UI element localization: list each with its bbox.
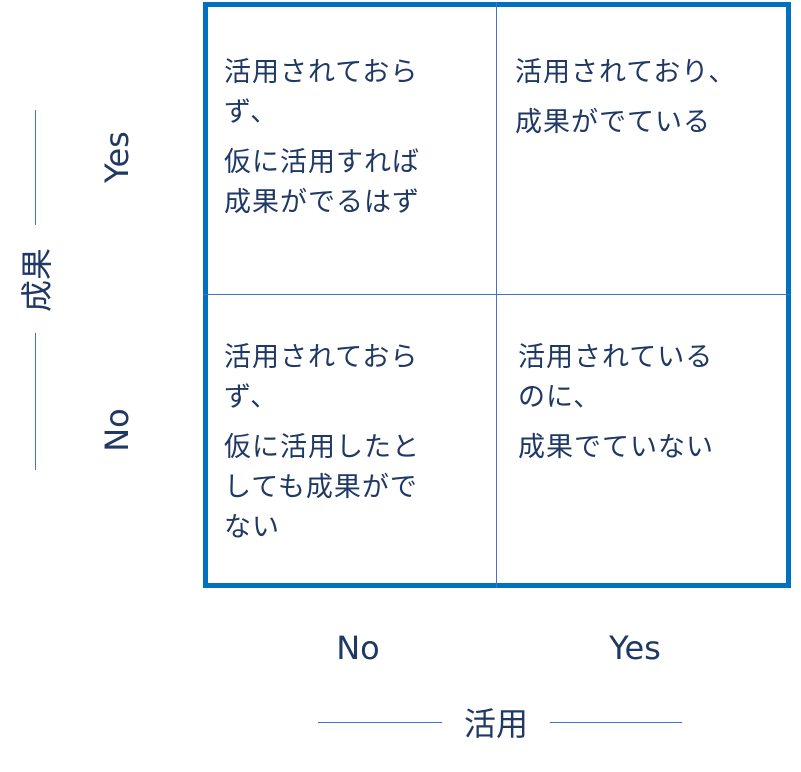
y-axis-line-bottom — [35, 333, 36, 470]
x-label-no: No — [336, 629, 380, 667]
x-label-yes: Yes — [609, 629, 661, 667]
cell-text: 活用されている — [518, 342, 714, 373]
x-axis-line-left — [318, 722, 442, 723]
cell-text: 仮に活用したと — [224, 432, 420, 463]
cell-text: ず、 — [224, 97, 279, 128]
cell-text: 成果がでるはず — [224, 187, 420, 218]
vertical-divider — [496, 2, 497, 588]
cell-text: のに、 — [518, 382, 602, 413]
x-axis-line-right — [550, 722, 682, 723]
cell-text: 活用されておら — [224, 57, 419, 88]
cell-text: しても成果がで — [224, 472, 418, 503]
cell-text: 仮に活用すれば — [224, 147, 420, 178]
y-label-yes: Yes — [98, 131, 136, 183]
horizontal-divider — [203, 294, 791, 295]
cell-bottom-right: 活用されているのに、 成果でていない — [518, 338, 714, 478]
cell-bottom-left: 活用されておらず、 仮に活用したとしても成果がでない — [224, 338, 420, 558]
cell-text: 成果でていない — [518, 432, 714, 463]
y-label-no: No — [98, 408, 136, 452]
cell-text: 成果がでている — [515, 107, 711, 138]
cell-text: 活用されており、 — [515, 57, 737, 88]
cell-top-right: 活用されており、 成果がでている — [515, 53, 736, 153]
x-axis-title: 活用 — [463, 705, 529, 743]
cell-text: ない — [224, 512, 280, 543]
cell-text: 活用されておら — [224, 342, 419, 373]
matrix-grid — [203, 2, 791, 588]
cell-top-left: 活用されておらず、 仮に活用すれば成果がでるはず — [224, 53, 420, 233]
y-axis-line-top — [35, 110, 36, 225]
cell-text: ず、 — [224, 382, 279, 413]
y-axis-title: 成果 — [18, 247, 56, 313]
